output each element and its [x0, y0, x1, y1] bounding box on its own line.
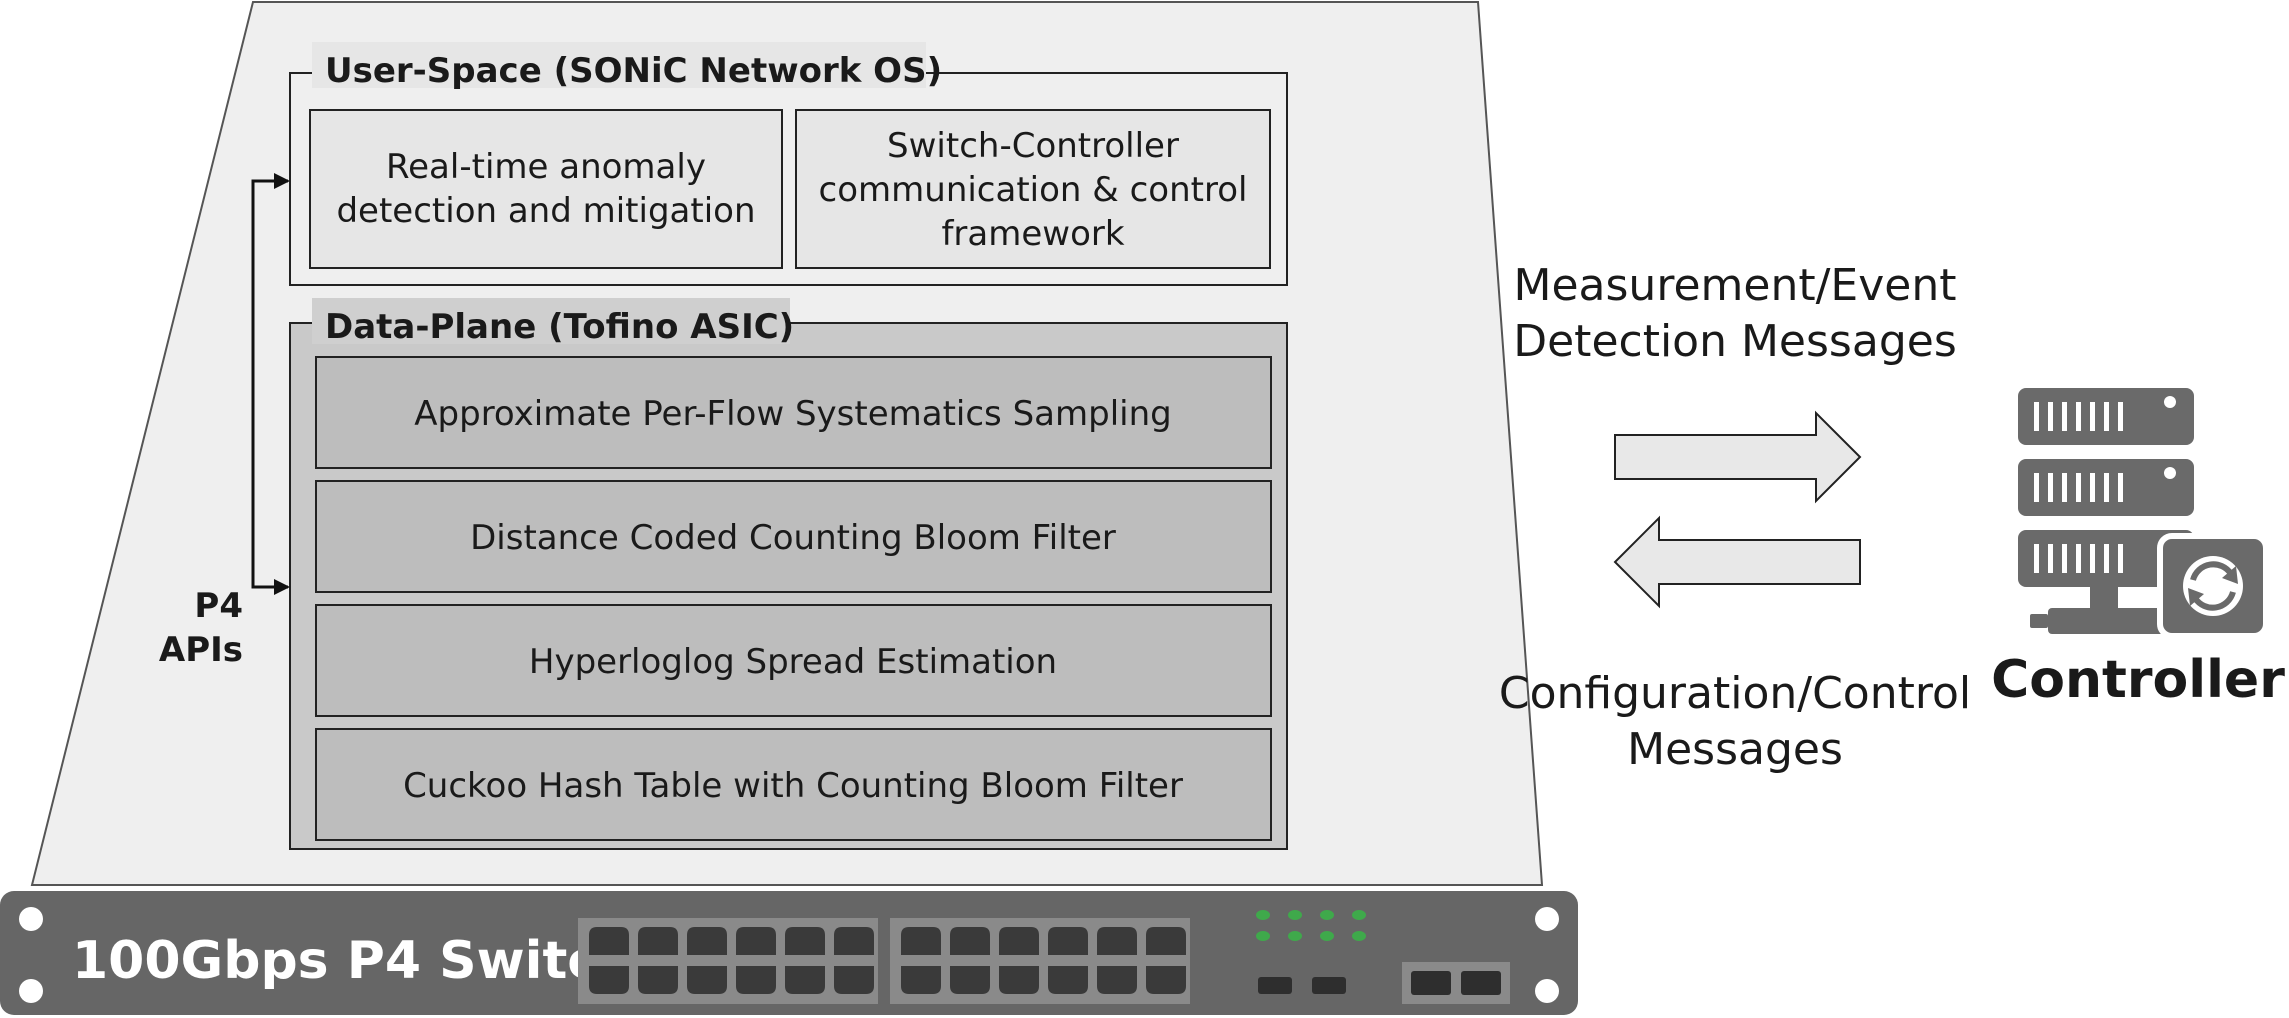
status-led [1320, 910, 1334, 920]
arrow-right-icon [1614, 410, 1862, 504]
data-plane-title: Data-Plane (Tofino ASIC) [325, 307, 794, 347]
status-led [1256, 910, 1270, 920]
server-rack-icon [2018, 388, 2194, 634]
ethernet-port-icon [1146, 927, 1186, 955]
ethernet-port-icon [589, 966, 629, 994]
p4-apis-line1: P4 [194, 586, 243, 626]
server-vent-slot [2104, 402, 2109, 431]
controller-label: Controller [1991, 650, 2285, 710]
switch-controller-line3: framework [941, 214, 1124, 254]
status-led [1352, 910, 1366, 920]
data-plane-row-2 [315, 480, 1272, 593]
sfp-port-2 [1312, 977, 1346, 994]
arrow-left-icon [1613, 515, 1861, 609]
server-vent-slot [2118, 473, 2123, 502]
top-message-line2: Detection Messages [1513, 316, 1957, 367]
data-plane-title-bg [312, 298, 790, 344]
switch-screw-tr [1535, 907, 1559, 931]
status-leds [1256, 910, 1366, 941]
ethernet-port-icon [999, 927, 1039, 955]
ethernet-port-icon [1097, 966, 1137, 994]
anomaly-detection-line1: Real-time anomaly [386, 147, 706, 187]
switch-screw-bl [19, 979, 43, 1003]
ethernet-port-icon [950, 966, 990, 994]
server-vent-slot [2048, 544, 2053, 573]
switch-controller-box [795, 109, 1271, 269]
switch-controller-line1: Switch-Controller [887, 126, 1179, 166]
server-vent-slot [2090, 473, 2095, 502]
switch-controller-line2: communication & control [819, 170, 1248, 210]
bottom-message-line1: Configuration/Control [1499, 668, 1971, 719]
ethernet-port-icon [834, 966, 874, 994]
server-vent-slot [2062, 473, 2067, 502]
user-space-title: User-Space (SONiC Network OS) [325, 51, 942, 91]
status-led [1352, 931, 1366, 941]
data-plane-row-4-label: Cuckoo Hash Table with Counting Bloom Fi… [403, 766, 1183, 806]
sfp-port-1 [1258, 977, 1292, 994]
server-vent-slot [2118, 402, 2123, 431]
p4-api-connector [251, 179, 288, 589]
top-message-line1: Measurement/Event [1514, 260, 1957, 311]
server-vent-slot [2076, 544, 2081, 573]
ethernet-port-icon [736, 927, 776, 955]
server-vent-slot [2104, 473, 2109, 502]
ethernet-port-icon [687, 966, 727, 994]
sync-icon [2157, 533, 2269, 639]
switch-screw-tl [19, 907, 43, 931]
ethernet-port-icon [785, 927, 825, 955]
p4-apis-line2: APIs [159, 630, 243, 670]
server-vent-slot [2104, 544, 2109, 573]
ethernet-port-icon [589, 927, 629, 955]
ethernet-port-icon [638, 927, 678, 955]
server-vent-slot [2034, 402, 2039, 431]
arrowhead-to-data-plane [274, 579, 290, 595]
ethernet-port-icon [901, 927, 941, 955]
user-space-title-bg [312, 42, 926, 88]
ethernet-port-icon [687, 927, 727, 955]
ethernet-port-icon [834, 927, 874, 955]
server-vent-slot [2090, 402, 2095, 431]
switch-label: 100Gbps P4 Switch [72, 931, 635, 991]
bottom-message-line2: Messages [1627, 724, 1843, 775]
data-plane-row-2-label: Distance Coded Counting Bloom Filter [470, 518, 1116, 558]
server-vent-slot [2034, 473, 2039, 502]
anomaly-detection-box [309, 109, 783, 269]
data-plane-row-4 [315, 728, 1272, 841]
anomaly-detection-line2: detection and mitigation [336, 191, 755, 231]
ethernet-port-icon [1048, 927, 1088, 955]
server-vent-slot [2048, 473, 2053, 502]
ethernet-ports [589, 927, 1186, 994]
uplink-port-1 [1411, 971, 1451, 995]
data-plane-row-1-label: Approximate Per-Flow Systematics Samplin… [414, 394, 1171, 434]
ethernet-port-icon [901, 966, 941, 994]
status-led [1288, 931, 1302, 941]
data-plane-row-3 [315, 604, 1272, 717]
server-vent-slot [2076, 402, 2081, 431]
server-vent-slot [2090, 544, 2095, 573]
server-vent-slot [2076, 473, 2081, 502]
data-plane-row-3-label: Hyperloglog Spread Estimation [529, 642, 1057, 682]
status-led [1320, 931, 1334, 941]
ethernet-port-icon [638, 966, 678, 994]
server-vent-slot [2118, 544, 2123, 573]
server-vent-slot [2048, 402, 2053, 431]
status-led [1288, 910, 1302, 920]
ethernet-port-icon [736, 966, 776, 994]
arrowhead-to-user-space [274, 173, 290, 189]
server-vent-slot [2062, 544, 2067, 573]
switch-screw-br [1535, 979, 1559, 1003]
ethernet-port-icon [999, 966, 1039, 994]
server-vent-slot [2034, 544, 2039, 573]
server-vent-slot [2062, 402, 2067, 431]
ethernet-port-icon [785, 966, 825, 994]
status-led [1256, 931, 1270, 941]
ethernet-port-icon [1097, 927, 1137, 955]
data-plane-row-1 [315, 356, 1272, 469]
ethernet-port-icon [1146, 966, 1186, 994]
ethernet-port-icon [1048, 966, 1088, 994]
ethernet-port-icon [950, 927, 990, 955]
uplink-port-2 [1461, 971, 1501, 995]
